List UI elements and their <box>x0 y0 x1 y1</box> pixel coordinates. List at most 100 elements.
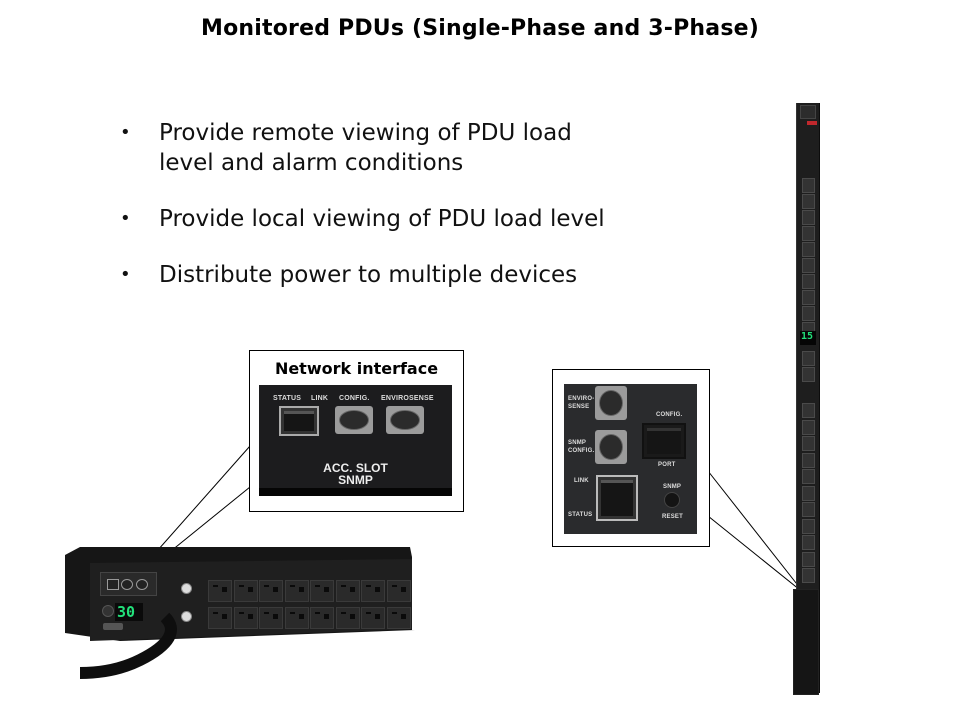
accent-stripe <box>807 121 817 125</box>
power-cord-housing <box>793 589 819 695</box>
vertical-outlet <box>802 194 815 209</box>
snmp-reset-button-icon <box>664 492 680 508</box>
vertical-load-display: 15 <box>800 331 816 345</box>
vertical-outlet <box>802 419 815 435</box>
link-label: LINK <box>574 478 589 484</box>
ethernet-port-icon <box>279 406 319 436</box>
bullet-text-line: level and alarm conditions <box>159 150 464 176</box>
bullet-dot: • <box>120 208 131 229</box>
serial-config-port <box>103 623 123 630</box>
vertical-pdu-callout: ENVIRO- SENSE SNMP CONFIG. CONFIG. PORT … <box>552 369 710 547</box>
outlet <box>335 607 360 629</box>
outlet <box>208 580 232 602</box>
top-outlet <box>800 105 816 119</box>
vertical-outlet <box>802 290 815 305</box>
vertical-pdu-panel: ENVIRO- SENSE SNMP CONFIG. CONFIG. PORT … <box>564 384 697 534</box>
link-label: LINK <box>311 395 329 402</box>
vertical-outlet <box>802 485 815 501</box>
vertical-outlet <box>802 306 815 321</box>
snmp-label: SNMP <box>663 484 682 490</box>
envirosense-din-port-icon <box>386 406 424 434</box>
outlet <box>361 607 385 629</box>
acc-slot-label: ACC. SLOT <box>323 461 388 475</box>
network-interface-title: Network interface <box>274 359 439 378</box>
outlet <box>335 580 360 602</box>
horizontal-pdu-image: 30 <box>60 545 420 685</box>
breaker-bank-1-icon[interactable] <box>181 583 192 594</box>
envirosense-label: ENVIRO- <box>568 396 595 402</box>
envirosense-label: ENVIROSENSE <box>381 395 434 402</box>
config-port-icon <box>642 423 686 459</box>
ethernet-port <box>107 579 119 590</box>
vertical-outlet <box>802 178 815 193</box>
outlet <box>208 607 232 629</box>
vertical-pdu-image: 15 <box>793 103 820 695</box>
vertical-outlet <box>802 568 815 583</box>
vertical-outlet <box>802 551 815 567</box>
bullet-text-line: Provide remote viewing of PDU load <box>159 120 572 146</box>
snmp-label: SNMP <box>338 473 373 487</box>
outlet <box>361 580 385 602</box>
status-label: STATUS <box>568 512 593 518</box>
snmp-config-din-port-icon <box>595 430 627 464</box>
ethernet-port-icon <box>596 475 638 521</box>
vertical-outlet <box>802 367 815 382</box>
vertical-outlet <box>802 274 815 289</box>
vertical-callout-pointer <box>707 470 801 589</box>
outlet <box>310 580 334 602</box>
outlet <box>233 607 258 629</box>
vertical-outlet <box>802 452 815 468</box>
bullet-text-line: Provide local viewing of PDU load level <box>159 206 605 232</box>
reset-label: RESET <box>662 514 684 520</box>
panel-edge <box>259 488 452 496</box>
outlet <box>259 607 283 629</box>
config-din-port-icon <box>335 406 373 434</box>
outlet <box>386 580 411 602</box>
envirosense-port <box>136 579 148 590</box>
bullet-dot: • <box>120 264 131 285</box>
bullet-dot: • <box>120 122 131 143</box>
load-display-value: 30 <box>117 603 136 621</box>
network-module <box>100 572 157 596</box>
outlet <box>386 607 411 629</box>
power-inlet-icon <box>102 605 114 617</box>
bullet-item: • Provide local viewing of PDU load leve… <box>120 204 700 234</box>
vertical-callout-pointer <box>707 515 801 591</box>
breaker-bank-2-icon[interactable] <box>181 611 192 622</box>
vertical-outlet <box>802 502 815 517</box>
vertical-outlet <box>802 226 815 241</box>
outlet-grid <box>208 580 413 635</box>
vertical-outlet <box>802 210 815 225</box>
outlet <box>233 580 258 602</box>
vertical-load-display-value: 15 <box>801 331 814 342</box>
config-label: CONFIG. <box>656 412 683 418</box>
network-interface-panel: STATUS LINK CONFIG. ENVIROSENSE ACC. SLO… <box>259 385 452 496</box>
outlet <box>259 580 283 602</box>
vertical-outlet <box>802 258 815 273</box>
bullet-list: • Provide remote viewing of PDU load lev… <box>120 118 700 316</box>
vertical-outlet <box>802 518 815 534</box>
snmp-config-label: CONFIG. <box>568 448 595 454</box>
outlet <box>310 607 334 629</box>
vertical-outlet <box>802 535 815 550</box>
envirosense-label: SENSE <box>568 404 590 410</box>
status-label: STATUS <box>273 395 302 402</box>
bullet-item: • Distribute power to multiple devices <box>120 260 700 290</box>
vertical-outlet <box>802 351 815 366</box>
vertical-outlet <box>802 436 815 451</box>
snmp-config-label: SNMP <box>568 440 587 446</box>
envirosense-din-port-icon <box>595 386 627 420</box>
config-label: CONFIG. <box>339 395 370 402</box>
vertical-outlet <box>802 403 815 418</box>
config-port <box>121 579 133 590</box>
port-label: PORT <box>658 462 676 468</box>
outlet <box>284 607 309 629</box>
load-display: 30 <box>115 603 143 621</box>
vertical-outlet <box>802 469 815 484</box>
bullet-item: • Provide remote viewing of PDU load lev… <box>120 118 700 178</box>
bullet-text-line: Distribute power to multiple devices <box>159 262 578 288</box>
vertical-outlet <box>802 242 815 257</box>
slide-title: Monitored PDUs (Single-Phase and 3-Phase… <box>200 16 760 41</box>
outlet <box>284 580 309 602</box>
network-interface-callout: Network interface STATUS LINK CONFIG. EN… <box>249 350 464 512</box>
